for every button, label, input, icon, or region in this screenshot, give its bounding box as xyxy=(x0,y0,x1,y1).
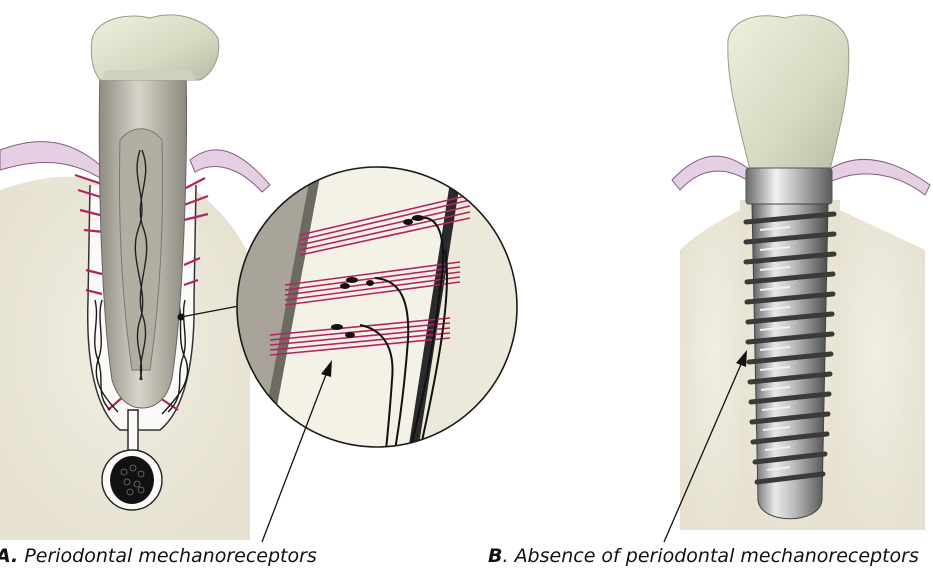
implant-crown xyxy=(728,15,849,170)
caption-b: B. Absence of periodontal mechanorecepto… xyxy=(488,545,919,567)
magnified-view xyxy=(200,150,540,470)
implant-abutment xyxy=(746,168,832,204)
gingiva xyxy=(190,150,270,192)
nerve-bundle xyxy=(110,456,154,504)
panel-a-illustration xyxy=(0,15,270,540)
nerve-trunk xyxy=(128,410,138,455)
alveolar-bone xyxy=(830,205,925,530)
caption-b-text: . Absence of periodontal mechanoreceptor… xyxy=(502,545,918,567)
panel-b-illustration xyxy=(672,15,930,530)
caption-a-text: Periodontal mechanoreceptors xyxy=(18,545,317,567)
caption-a-letter: A. xyxy=(0,545,18,567)
caption-b-letter: B xyxy=(488,545,502,567)
gingiva xyxy=(0,142,100,178)
caption-a: A. Periodontal mechanoreceptors xyxy=(0,545,317,567)
enamel-layer xyxy=(102,70,196,80)
gingiva xyxy=(828,159,930,195)
gingiva xyxy=(672,156,750,190)
